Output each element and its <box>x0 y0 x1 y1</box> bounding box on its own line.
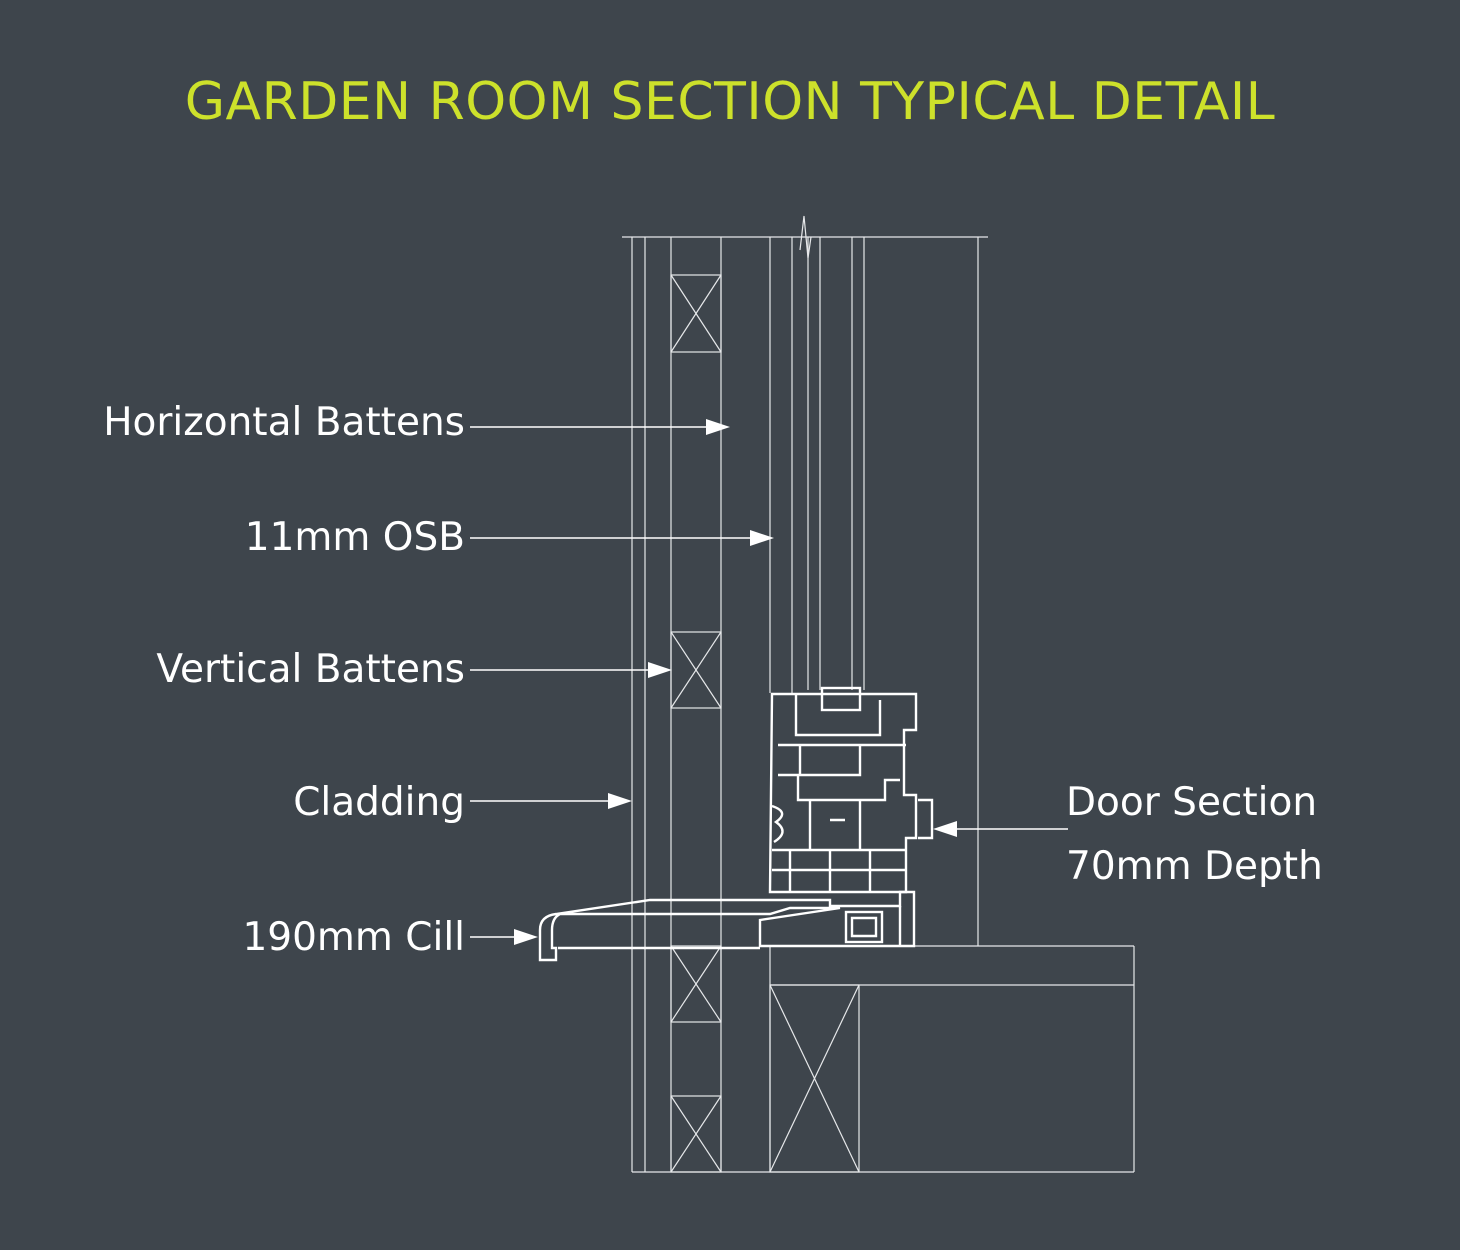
diagram-title: GARDEN ROOM SECTION TYPICAL DETAIL <box>184 72 1276 132</box>
osb-and-glazing <box>769 237 979 946</box>
leader-door-section <box>933 821 1068 837</box>
cill-profile <box>538 890 916 962</box>
leader-horizontal-battens <box>470 419 730 435</box>
top-cut-line <box>622 215 988 259</box>
leader-vertical-battens <box>470 662 672 678</box>
leader-cladding <box>470 793 632 809</box>
label-osb: 11mm OSB <box>244 515 465 560</box>
leader-osb <box>470 530 774 546</box>
door-frame-profile <box>768 686 934 894</box>
label-vertical-battens: Vertical Battens <box>156 647 465 692</box>
leader-cill <box>470 929 538 945</box>
batten-zone <box>670 237 722 1172</box>
label-cill: 190mm Cill <box>242 915 465 960</box>
batten-lower-2 <box>670 1095 722 1173</box>
cladding-layer <box>631 237 646 1172</box>
label-horizontal-battens: Horizontal Battens <box>103 400 465 445</box>
label-door-section: Door Section <box>1066 780 1318 825</box>
label-cladding: Cladding <box>293 780 465 825</box>
batten-middle <box>670 631 722 709</box>
batten-upper <box>670 274 722 353</box>
floor-structure <box>632 945 1135 1173</box>
label-door-depth: 70mm Depth <box>1066 844 1323 889</box>
batten-lower-1 <box>670 945 722 1023</box>
